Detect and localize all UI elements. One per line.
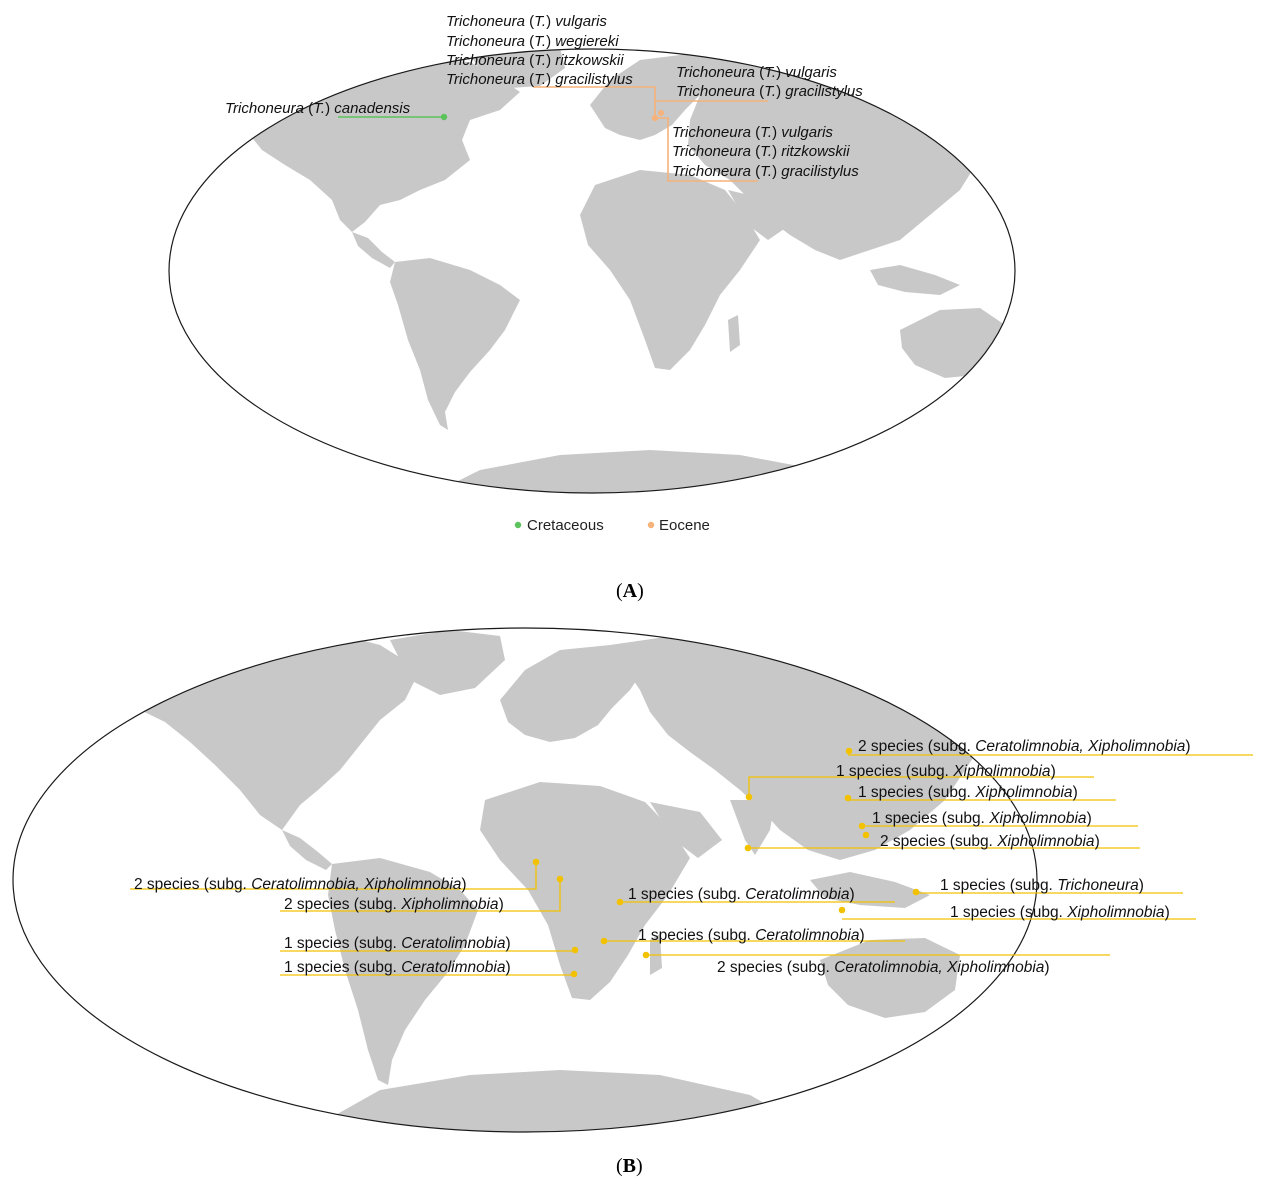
site-dot-b-2 — [745, 793, 753, 801]
site-dot-b-10 — [838, 906, 846, 914]
indonesia-shape — [870, 265, 960, 295]
central-america-shape — [352, 232, 395, 268]
panel-b-labels: 2 species (subg. Ceratolimnobia, Xipholi… — [134, 738, 1191, 976]
label-a-1: Trichoneura (T.) vulgaris — [446, 13, 607, 30]
label-a-3: Trichoneura (T.) ritzkowskii — [446, 52, 624, 69]
antarctica-shape — [420, 450, 880, 493]
label-b-9: 1 species (subg. Trichoneura) — [940, 877, 1144, 894]
label-b-1: 2 species (subg. Ceratolimnobia, Xipholi… — [858, 738, 1191, 755]
legend-eocene-marker — [647, 521, 655, 529]
label-b-2: 1 species (subg. Xipholimnobia) — [836, 763, 1056, 780]
site-dot-b-8 — [616, 898, 624, 906]
label-a-8: Trichoneura (T.) vulgaris — [672, 124, 833, 141]
label-a-6: Trichoneura (T.) vulgaris — [676, 64, 837, 81]
legend-cretaceous-label: Cretaceous — [527, 517, 604, 534]
panel-a-legend: Cretaceous Eocene — [514, 517, 710, 534]
label-b-4: 1 species (subg. Xipholimnobia) — [872, 810, 1092, 827]
panel-b-caption: (B) — [616, 1155, 643, 1177]
eocene-site-dot — [651, 114, 659, 122]
label-a-7: Trichoneura (T.) gracilistylus — [676, 83, 863, 100]
label-b-3: 1 species (subg. Xipholimnobia) — [858, 784, 1078, 801]
site-dot-b-4 — [858, 822, 866, 830]
panel-b-leaders — [130, 747, 1253, 978]
leader-baltic — [533, 86, 656, 118]
label-b-12: 1 species (subg. Ceratolimnobia) — [638, 927, 865, 944]
label-b-13: 1 species (subg. Ceratolimnobia) — [284, 959, 511, 976]
site-dot-b-1 — [845, 747, 853, 755]
leader-b-6 — [130, 862, 537, 890]
panel-a-landmasses — [248, 49, 1005, 493]
site-dot-b-13 — [570, 970, 578, 978]
greenland-shape-b — [390, 630, 505, 695]
leader-south-europe — [655, 117, 758, 182]
panel-a-labels: Trichoneura (T.) vulgaris Trichoneura (T… — [225, 13, 863, 180]
label-b-5: 2 species (subg. Xipholimnobia) — [880, 833, 1100, 850]
site-dot-b-11 — [571, 946, 579, 954]
panel-b-map — [12, 627, 1038, 1133]
label-b-11: 1 species (subg. Ceratolimnobia) — [284, 935, 511, 952]
australia-shape — [900, 308, 1005, 378]
arabia-shape — [728, 190, 790, 240]
legend-cretaceous-marker — [514, 521, 522, 529]
label-a-9: Trichoneura (T.) ritzkowskii — [672, 143, 850, 160]
panel-b-landmasses — [100, 630, 985, 1132]
panel-a-leaders — [338, 86, 768, 182]
site-dot-b-5 — [744, 844, 752, 852]
australia-shape-b — [820, 938, 960, 1018]
panel-b-globe-outline — [12, 627, 1038, 1133]
africa-shape-b — [480, 782, 690, 1000]
label-a-2: Trichoneura (T.) wegiereki — [446, 33, 619, 50]
site-dot-b-12 — [600, 937, 608, 945]
panel-a-map — [168, 48, 1016, 494]
south-america-shape-b — [328, 858, 478, 1085]
europe-shape-b — [500, 645, 650, 742]
cretaceous-site-dot — [440, 113, 448, 121]
arabia-shape-b — [650, 802, 722, 858]
africa-shape — [580, 170, 760, 370]
eocene-site-dot-2 — [658, 110, 664, 116]
india-shape-b — [730, 800, 775, 855]
label-b-7: 2 species (subg. Xipholimnobia) — [284, 896, 504, 913]
label-b-6: 2 species (subg. Ceratolimnobia, Xipholi… — [134, 876, 467, 893]
madagascar-shape — [728, 315, 740, 352]
north-america-shape-b — [100, 632, 420, 830]
label-a-4: Trichoneura (T.) gracilistylus — [446, 71, 633, 88]
panel-a-globe-outline — [168, 48, 1016, 494]
site-dot-b-6 — [532, 858, 540, 866]
leader-b-7 — [280, 879, 561, 912]
label-b-10: 1 species (subg. Xipholimnobia) — [950, 904, 1170, 921]
label-a-5: Trichoneura (T.) canadensis — [225, 100, 411, 117]
panel-a-caption: (A) — [616, 580, 644, 602]
label-a-10: Trichoneura (T.) gracilistylus — [672, 163, 859, 180]
site-dot-b-3 — [844, 794, 852, 802]
label-b-8: 1 species (subg. Ceratolimnobia) — [628, 886, 855, 903]
site-dot-b-5b — [862, 831, 870, 839]
site-dot-b-7 — [556, 875, 564, 883]
site-dot-b-14 — [642, 951, 650, 959]
indonesia-shape-b — [810, 872, 930, 908]
central-america-shape-b — [282, 830, 332, 870]
legend-eocene-label: Eocene — [659, 517, 710, 534]
site-dot-b-9 — [912, 888, 920, 896]
leader-b-2 — [748, 776, 1094, 797]
label-b-14: 2 species (subg. Ceratolimnobia, Xipholi… — [717, 959, 1050, 976]
south-america-shape — [390, 258, 520, 430]
